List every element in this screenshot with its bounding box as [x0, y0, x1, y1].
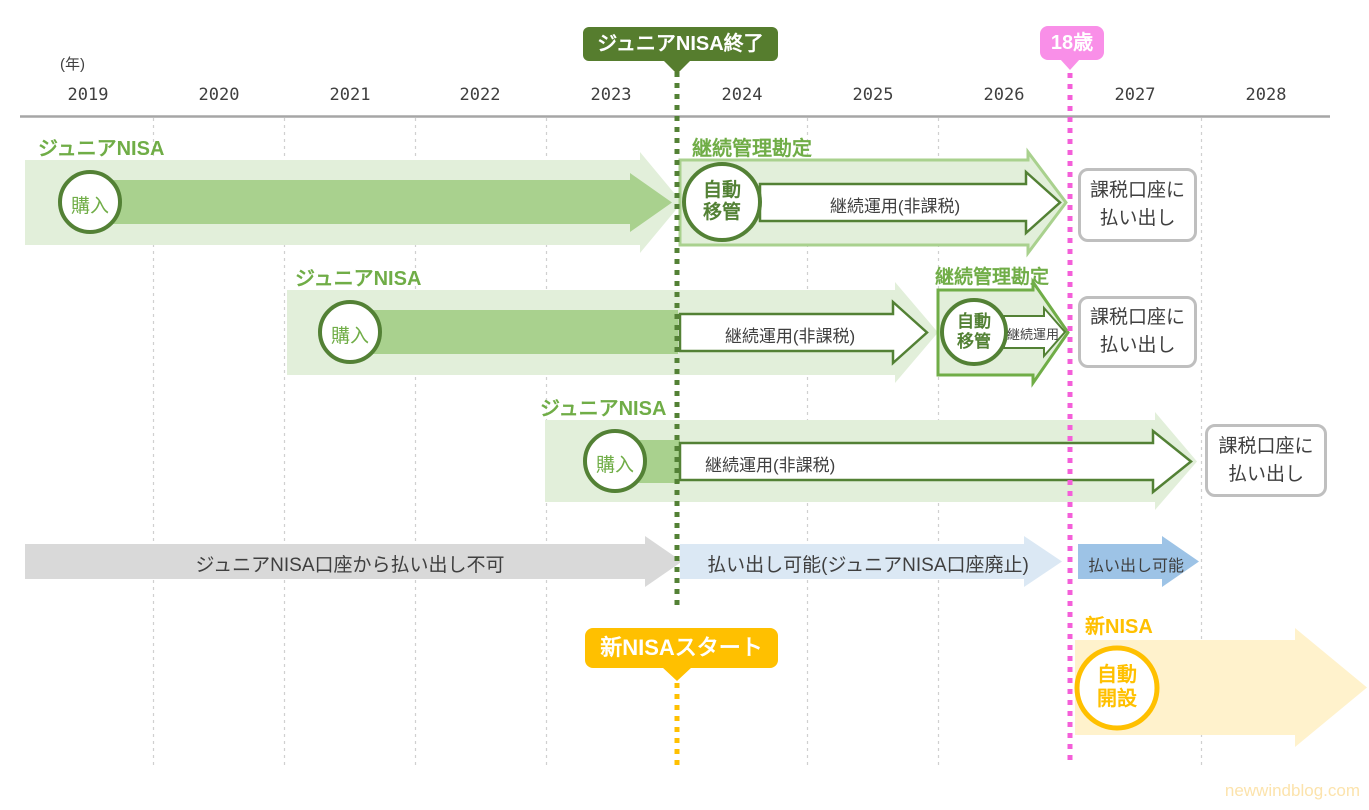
year-label-2023: 2023 — [590, 85, 632, 105]
row1-payout-line2: 払い出し — [1099, 208, 1176, 229]
row3-operation-arrow — [678, 428, 1193, 495]
auto-open-line1: 自動 — [1097, 664, 1137, 686]
row1-auto-transfer-line1: 自動 — [702, 180, 741, 201]
row2-operation-label: 継続運用(非課税) — [724, 327, 856, 346]
row1-purchase-inner-arrow — [88, 173, 672, 232]
junior-nisa-end-badge: ジュニアNISA終了 — [583, 27, 778, 74]
row2-payout-box: 課税口座に 払い出し — [1078, 296, 1197, 368]
row1-operation-label: 継続運用(非課税) — [829, 197, 961, 216]
year-label-2024: 2024 — [721, 85, 763, 105]
row2-purchase-circle — [318, 300, 382, 364]
row1-purchase-circle — [58, 170, 122, 234]
row1-payout-line1: 課税口座に — [1089, 180, 1185, 202]
row2-payout-line2: 払い出し — [1099, 335, 1176, 356]
new-nisa-start-badge: 新NISAスタート — [585, 628, 778, 681]
row2-payout-line1: 課税口座に — [1089, 307, 1185, 329]
year-label-2025: 2025 — [852, 85, 894, 105]
row3-purchase-label: 購入 — [595, 455, 634, 476]
watermark-text: newwindblog.com — [1224, 781, 1360, 800]
row3-payout-line2: 払い出し — [1227, 463, 1304, 485]
junior-nisa-end-badge-label: ジュニアNISA終了 — [597, 33, 764, 55]
row2-auto-transfer-label: 自動 移管 — [942, 312, 1006, 352]
year-label-2026: 2026 — [983, 85, 1025, 105]
year-label-2021: 2021 — [329, 85, 371, 105]
row2-auto-transfer-line1: 自動 — [957, 312, 991, 331]
row1-auto-transfer-circle — [682, 162, 762, 242]
row2-purchase-label: 購入 — [330, 326, 369, 347]
new-nisa-arrow — [1075, 628, 1367, 747]
row3-junior-nisa-label: ジュニアNISA — [540, 398, 667, 420]
year-label-2020: 2020 — [198, 85, 240, 105]
row3-purchase-circle — [583, 429, 647, 493]
row2-operation-arrow — [678, 299, 929, 366]
row3-payout-box: 課税口座に 払い出し — [1205, 424, 1327, 497]
row2-operation2-arrow — [1003, 305, 1067, 359]
year-label-2028: 2028 — [1245, 85, 1287, 105]
age-18-badge-label: 18歳 — [1050, 32, 1094, 54]
row1-purchase-label: 購入 — [70, 196, 109, 217]
year-label-2019: 2019 — [67, 85, 109, 105]
withdrawal-allowed-arrow — [680, 536, 1062, 587]
row1-auto-transfer-label: 自動 移管 — [684, 180, 760, 224]
row3-operation-label: 継続運用(非課税) — [705, 456, 836, 475]
auto-open-label: 自動 開設 — [1077, 663, 1157, 711]
row2-auto-transfer-line2: 移管 — [957, 332, 991, 351]
withdrawal-allowed-after18-label: 払い出し可能 — [1087, 558, 1184, 575]
row2-continuation-label: 継続管理勘定 — [935, 267, 1050, 288]
withdrawal-not-allowed-arrow — [25, 536, 682, 587]
new-nisa-label: 新NISA — [1085, 616, 1153, 638]
new-nisa-start-badge-label: 新NISAスタート — [600, 635, 763, 660]
row3-payout-line1: 課税口座に — [1218, 435, 1314, 457]
auto-open-circle — [1074, 645, 1160, 731]
axis-unit-label: (年) — [60, 56, 85, 73]
row1-payout-box: 課税口座に 払い出し — [1078, 168, 1197, 242]
row2-purchase-inner-bar — [350, 310, 678, 354]
year-label-2027: 2027 — [1114, 85, 1156, 105]
age-18-badge: 18歳 — [1040, 26, 1104, 70]
row2-junior-nisa-label: ジュニアNISA — [295, 268, 422, 290]
row1-auto-transfer-line2: 移管 — [702, 202, 741, 223]
withdrawal-allowed-after18-arrow — [1078, 536, 1199, 587]
withdrawal-allowed-label: 払い出し可能(ジュニアNISA口座廃止) — [707, 555, 1029, 576]
year-label-2022: 2022 — [459, 85, 501, 105]
row2-operation2-label: 継続運用 — [1006, 327, 1059, 342]
row1-junior-nisa-label: ジュニアNISA — [38, 138, 165, 160]
row1-continuation-label: 継続管理勘定 — [692, 138, 812, 160]
auto-open-line2: 開設 — [1097, 688, 1137, 710]
age-18-badge-tail — [1060, 59, 1080, 70]
withdrawal-not-allowed-label: ジュニアNISA口座から払い出し不可 — [195, 555, 505, 576]
junior-nisa-end-badge-tail — [663, 60, 691, 74]
new-nisa-start-badge-tail — [662, 667, 692, 681]
row2-auto-transfer-circle — [940, 298, 1008, 366]
row1-operation-arrow — [758, 169, 1062, 236]
